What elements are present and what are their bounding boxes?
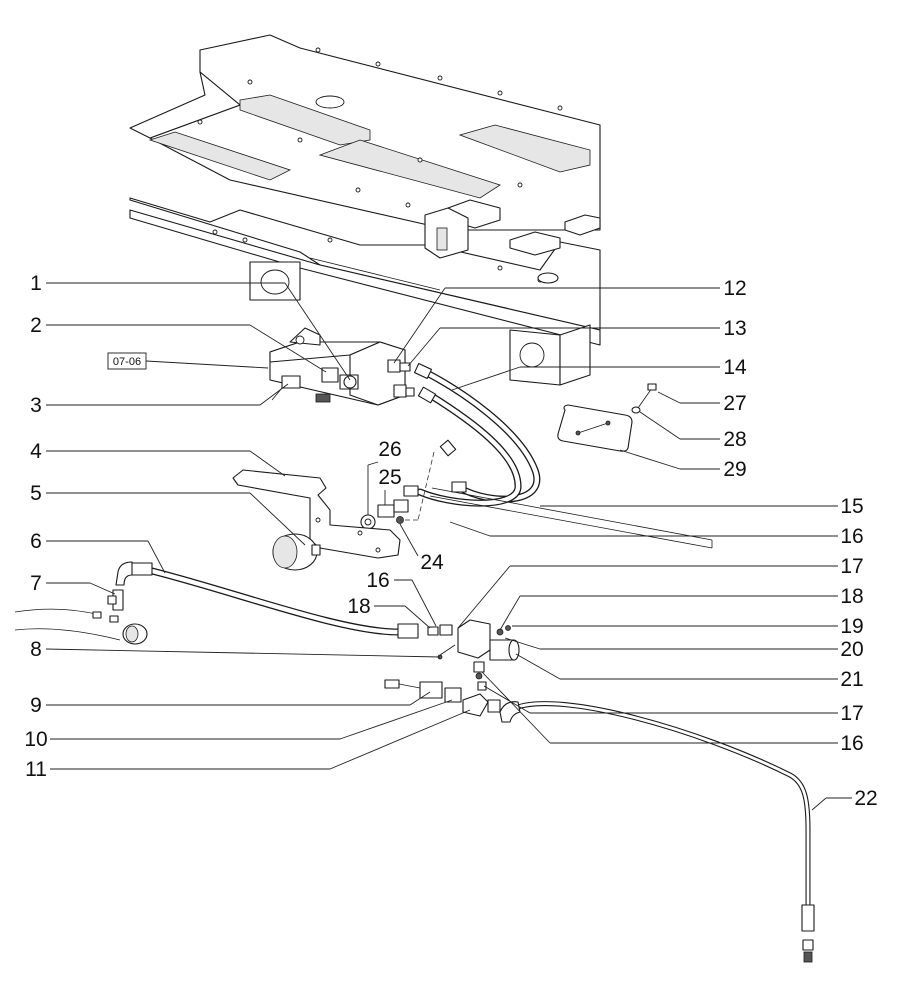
label-16-center: 16 (366, 569, 389, 592)
solenoid-valve-20-21 (427, 619, 520, 661)
cab-floor-frame (129, 34, 601, 386)
label-7: 7 (30, 572, 42, 595)
right-labels: 12 13 14 27 28 29 15 16 17 18 19 20 21 1… (393, 277, 878, 811)
tee-fitting-7 (107, 589, 124, 611)
fittings-24-25-26 (360, 451, 435, 530)
label-8: 8 (30, 638, 42, 661)
label-27: 27 (723, 392, 746, 415)
label-18-center: 18 (347, 595, 370, 618)
hose-6 (115, 561, 419, 639)
label-5: 5 (30, 482, 42, 505)
label-1: 1 (30, 272, 42, 295)
label-14: 14 (723, 356, 747, 379)
label-11: 11 (25, 758, 47, 781)
accumulator-5 (272, 533, 321, 571)
label-3: 3 (30, 394, 42, 417)
label-9: 9 (30, 694, 42, 717)
label-29: 29 (723, 458, 746, 481)
pipe-connector-left (14, 608, 148, 645)
label-13: 13 (723, 317, 746, 340)
label-10: 10 (24, 728, 47, 751)
label-21: 21 (840, 668, 863, 691)
fittings-9-10-11 (384, 661, 501, 717)
label-25: 25 (378, 466, 401, 489)
label-4: 4 (30, 440, 42, 463)
label-20: 20 (840, 638, 863, 661)
elbow-fittings-right (387, 359, 415, 398)
label-22: 22 (854, 787, 877, 810)
label-17-lower: 17 (840, 702, 863, 725)
support-bracket-4 (232, 469, 401, 559)
label-6: 6 (30, 530, 42, 553)
cover-plate-29 (557, 383, 657, 452)
label-15: 15 (840, 495, 863, 518)
label-12: 12 (723, 277, 746, 300)
label-17-upper: 17 (840, 555, 863, 578)
left-labels: 1 2 3 4 5 6 7 8 9 10 11 (24, 272, 471, 781)
hose-assembly-14-15 (403, 362, 713, 549)
label-18-right: 18 (840, 585, 863, 608)
label-16-lower: 16 (840, 732, 863, 755)
valve-block-assembly (269, 327, 415, 406)
label-2: 2 (30, 314, 42, 337)
label-16-upper: 16 (840, 525, 863, 548)
reference-box: 07-06 (107, 352, 269, 370)
reference-box-text: 07-06 (113, 356, 141, 368)
center-labels: 26 25 24 16 18 (347, 438, 444, 629)
hose-22 (499, 701, 815, 963)
label-19: 19 (840, 615, 863, 638)
label-24: 24 (420, 551, 444, 574)
label-28: 28 (723, 428, 746, 451)
label-26: 26 (378, 438, 401, 461)
